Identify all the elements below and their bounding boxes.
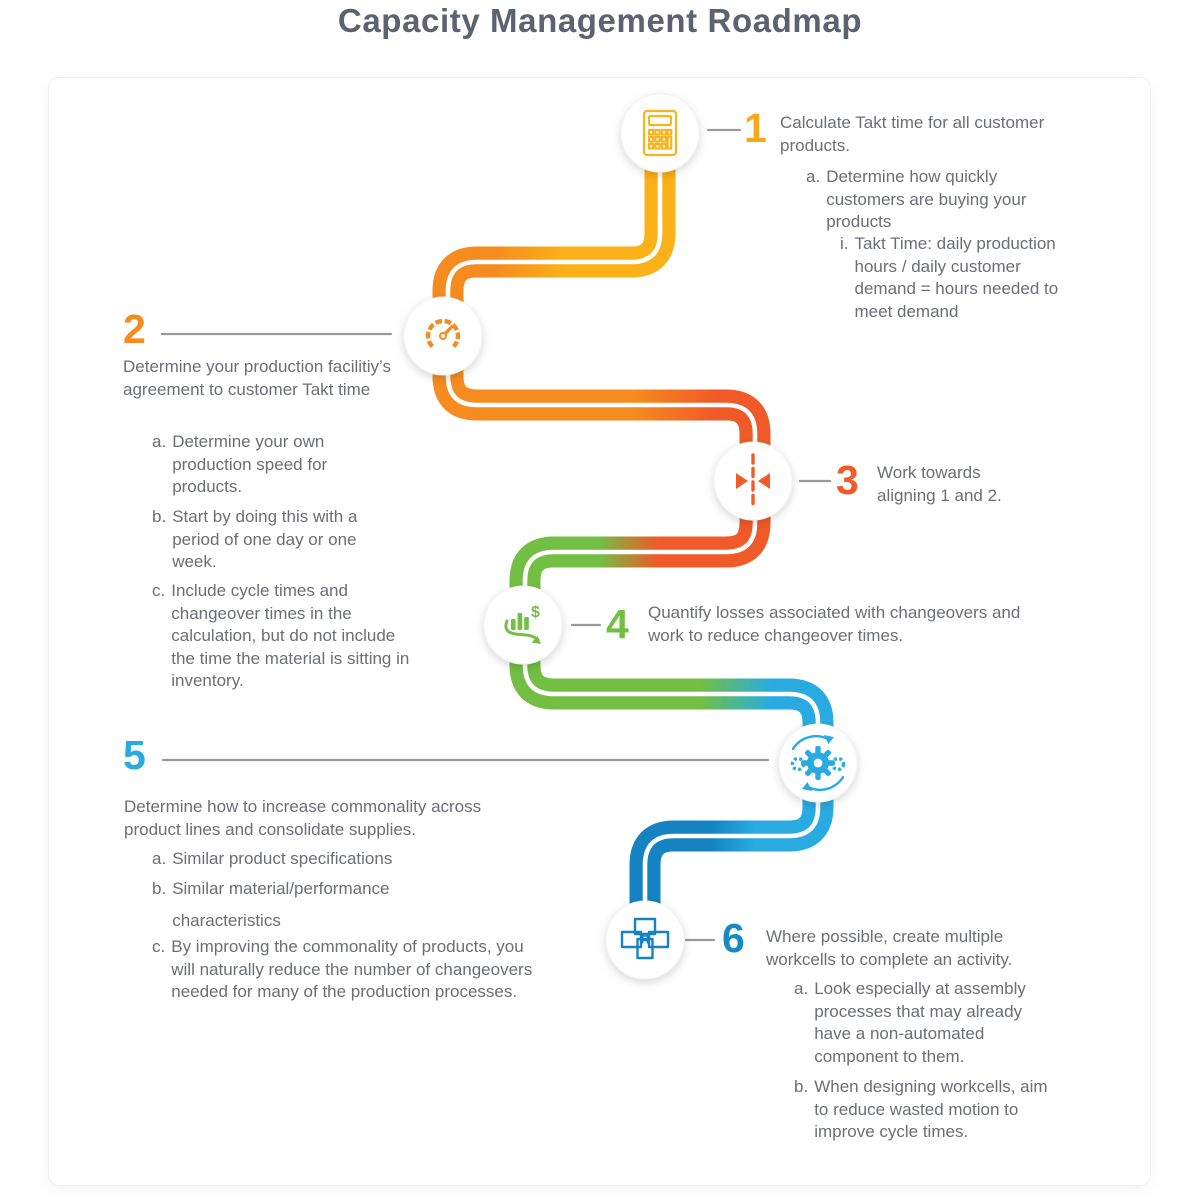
step2-item-c: c. Include cycle times and changeover ti… (152, 580, 419, 693)
list-label: a. (806, 167, 821, 186)
list-text: By improving the commonality of products… (171, 937, 533, 1001)
milestone-circle-4 (483, 585, 563, 665)
page-title: Capacity Management Roadmap (337, 2, 863, 39)
step-number-1: 1 (744, 105, 767, 151)
step1-item-i: i. Takt Time: daily production hours / d… (840, 233, 1087, 323)
losses-icon: $ (504, 604, 541, 644)
step-number-3: 3 (836, 457, 859, 503)
list-label: a. (152, 849, 167, 868)
list-label: c. (152, 937, 166, 956)
list-label: a. (794, 979, 809, 998)
list-text: characteristics (172, 910, 281, 930)
step-number-2: 2 (123, 306, 146, 352)
step2-item-a: a. Determine your own production speed f… (152, 431, 377, 499)
list-label: b. (794, 1077, 809, 1096)
list-label: i. (840, 234, 849, 253)
dollar-sign: $ (531, 604, 540, 621)
milestone-circles (403, 93, 858, 980)
list-text: Start by doing this with a period of one… (172, 507, 358, 571)
step5-item-c: c. By improving the commonality of produ… (152, 936, 533, 1004)
list-text: Takt Time: daily production hours / dail… (854, 234, 1059, 321)
connector-lines (160, 128, 832, 942)
step6-item-a: a. Look especially at assembly processes… (794, 978, 1059, 1068)
step5-text: Determine how to increase commonality ac… (124, 797, 482, 839)
list-text: Determine your own production speed for … (172, 432, 328, 496)
list-text: Similar product specifications (172, 849, 393, 868)
speedometer-icon (425, 318, 461, 349)
step-number-5: 5 (123, 732, 146, 778)
step-number-4: 4 (606, 601, 629, 647)
list-label: c. (152, 581, 166, 600)
list-text: Look especially at assembly processes th… (814, 979, 1026, 1066)
list-text: Similar material/performance (172, 879, 390, 898)
list-text: Include cycle times and changeover times… (171, 581, 410, 690)
step6-text: Where possible, create multiple workcell… (766, 927, 1013, 969)
step4-text: Quantify losses associated with changeov… (648, 603, 1021, 645)
step5-item-b: b. Similar material/performance characte… (152, 878, 472, 932)
road-segment-2-3 (432, 336, 771, 481)
align-icon (736, 453, 770, 509)
step1-text: Calculate Takt time for all customer pro… (780, 113, 1045, 155)
process-gears-icon (790, 734, 846, 792)
list-label: b. (152, 507, 167, 526)
step2-text: Determine your production facilitiy’s ag… (123, 357, 392, 399)
step5-item-a: a. Similar product specifications (152, 848, 492, 871)
road-segment-1-2 (432, 133, 676, 336)
list-label: a. (152, 432, 167, 451)
step3-text: Work towards aligning 1 and 2. (877, 463, 1002, 505)
step-number-6: 6 (722, 915, 745, 961)
step1-item-a: a. Determine how quickly customers are b… (806, 166, 1041, 234)
calculator-icon (642, 109, 678, 157)
list-label: b. (152, 879, 167, 898)
list-text: When designing workcells, aim to reduce … (814, 1077, 1048, 1141)
workcells-icon (620, 917, 670, 960)
list-text: Determine how quickly customers are buyi… (826, 167, 1027, 231)
step6-item-b: b. When designing workcells, aim to redu… (794, 1076, 1064, 1144)
step2-item-b: b. Start by doing this with a period of … (152, 506, 404, 574)
road-center-line (445, 133, 821, 940)
